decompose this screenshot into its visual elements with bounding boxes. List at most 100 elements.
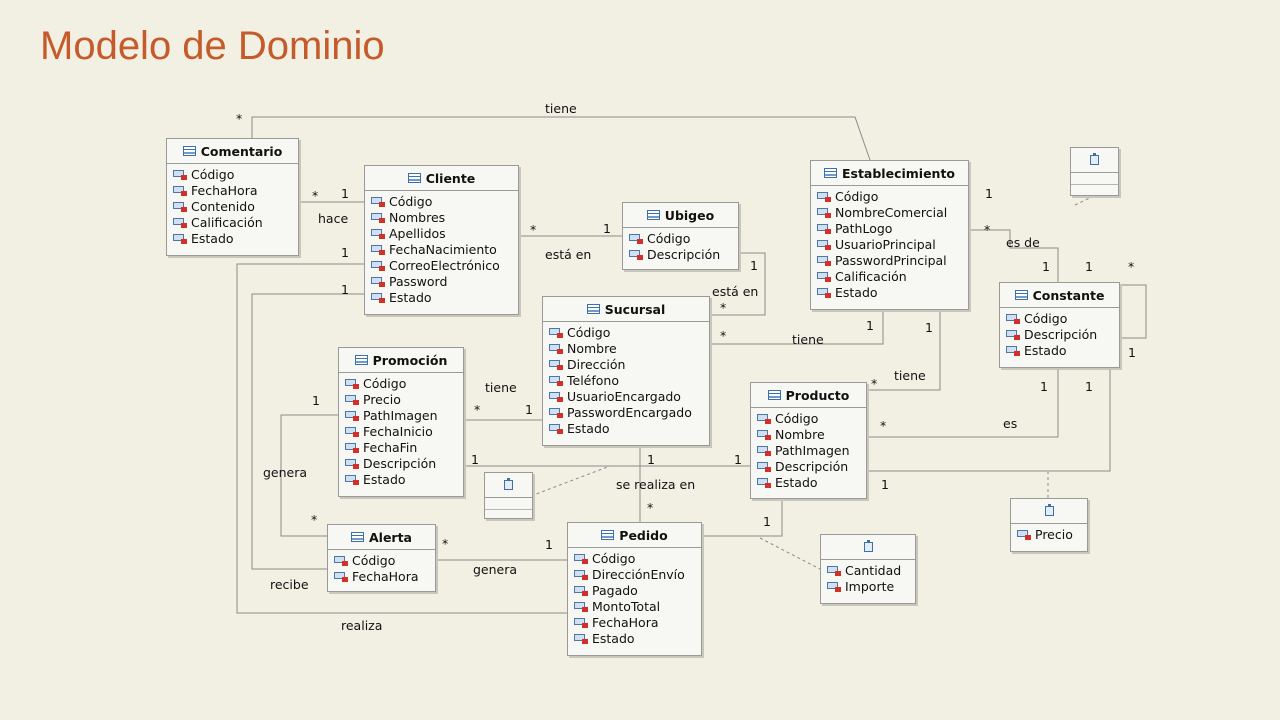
attribute-icon: [817, 287, 831, 298]
attribute[interactable]: PathImagen: [757, 442, 866, 458]
attribute-icon: [574, 617, 588, 628]
label-tiene-comentario: tiene: [545, 101, 577, 116]
class-comentario[interactable]: Comentario Código FechaHora Contenido Ca…: [166, 138, 299, 256]
association-class-precio[interactable]: Precio: [1010, 498, 1088, 552]
multiplicity: 1: [603, 221, 611, 236]
class-icon: [354, 355, 368, 365]
attribute-icon: [549, 423, 563, 434]
attribute-icon: [549, 375, 563, 386]
attribute-list: Código FechaHora: [328, 550, 435, 588]
attribute[interactable]: Descripción: [345, 455, 463, 471]
attribute-icon: [757, 461, 771, 472]
multiplicity: 1: [341, 282, 349, 297]
attribute[interactable]: Nombre: [757, 426, 866, 442]
attribute[interactable]: CorreoElectrónico: [371, 257, 518, 273]
label-tiene-promocion: tiene: [485, 380, 517, 395]
attribute[interactable]: DirecciónEnvío: [574, 566, 701, 582]
attribute[interactable]: Estado: [549, 420, 709, 436]
attribute[interactable]: Código: [549, 324, 709, 340]
assoc-promocion-alerta: [280, 414, 338, 537]
attribute[interactable]: Código: [629, 230, 738, 246]
attribute-icon: [574, 553, 588, 564]
multiplicity: *: [474, 402, 481, 417]
attribute[interactable]: Código: [173, 166, 298, 182]
class-establecimiento[interactable]: Establecimiento Código NombreComercial P…: [810, 160, 969, 310]
attribute[interactable]: Código: [334, 552, 435, 568]
attribute[interactable]: PasswordEncargado: [549, 404, 709, 420]
assoc-ubigeo-sucursal: [710, 252, 766, 316]
attribute[interactable]: Código: [345, 375, 463, 391]
attribute-list: Código DirecciónEnvío Pagado MontoTotal …: [568, 548, 701, 650]
attribute[interactable]: Pagado: [574, 582, 701, 598]
attribute-icon: [173, 169, 187, 180]
attribute[interactable]: Código: [371, 193, 518, 209]
attribute[interactable]: FechaHora: [334, 568, 435, 584]
attribute-icon: [827, 565, 841, 576]
assoc-comentario-establecimiento: [251, 116, 871, 161]
association-class-icon: [1044, 504, 1054, 516]
attribute[interactable]: Estado: [345, 471, 463, 487]
attribute[interactable]: Teléfono: [549, 372, 709, 388]
multiplicity: 1: [1042, 259, 1050, 274]
class-ubigeo[interactable]: Ubigeo Código Descripción: [622, 202, 739, 270]
attribute[interactable]: FechaFin: [345, 439, 463, 455]
class-icon: [182, 146, 196, 156]
multiplicity: 1: [925, 320, 933, 335]
attribute[interactable]: Precio: [1017, 526, 1087, 542]
attribute[interactable]: Importe: [827, 578, 915, 594]
attribute[interactable]: Cantidad: [827, 562, 915, 578]
attribute-icon: [173, 217, 187, 228]
attribute[interactable]: UsuarioPrincipal: [817, 236, 968, 252]
attribute[interactable]: Estado: [757, 474, 866, 490]
multiplicity: 1: [881, 477, 889, 492]
attribute[interactable]: Estado: [173, 230, 298, 246]
multiplicity: 1: [750, 258, 758, 273]
attribute[interactable]: MontoTotal: [574, 598, 701, 614]
class-sucursal[interactable]: Sucursal Código Nombre Dirección Teléfon…: [542, 296, 710, 446]
attribute[interactable]: FechaHora: [173, 182, 298, 198]
multiplicity: 1: [312, 393, 320, 408]
attribute[interactable]: Nombre: [549, 340, 709, 356]
attribute[interactable]: Estado: [574, 630, 701, 646]
attribute[interactable]: Estado: [371, 289, 518, 305]
attribute[interactable]: PathLogo: [817, 220, 968, 236]
class-producto[interactable]: Producto Código Nombre PathImagen Descri…: [750, 382, 867, 499]
attribute-icon: [574, 633, 588, 644]
attribute[interactable]: PasswordPrincipal: [817, 252, 968, 268]
association-class-detalle[interactable]: Cantidad Importe: [820, 534, 916, 604]
class-pedido[interactable]: Pedido Código DirecciónEnvío Pagado Mont…: [567, 522, 702, 656]
attribute[interactable]: Calificación: [173, 214, 298, 230]
attribute[interactable]: UsuarioEncargado: [549, 388, 709, 404]
attribute[interactable]: FechaInicio: [345, 423, 463, 439]
attribute[interactable]: FechaNacimiento: [371, 241, 518, 257]
attribute[interactable]: FechaHora: [574, 614, 701, 630]
association-class-empty-sucursal[interactable]: [484, 472, 533, 519]
attribute[interactable]: PathImagen: [345, 407, 463, 423]
attribute[interactable]: Calificación: [817, 268, 968, 284]
attribute[interactable]: Contenido: [173, 198, 298, 214]
attribute[interactable]: Descripción: [1006, 326, 1119, 342]
attribute[interactable]: Código: [757, 410, 866, 426]
class-promocion[interactable]: Promoción Código Precio PathImagen Fecha…: [338, 347, 464, 497]
attribute[interactable]: Apellidos: [371, 225, 518, 241]
label-hace: hace: [318, 211, 349, 226]
attribute[interactable]: Código: [817, 188, 968, 204]
class-alerta[interactable]: Alerta Código FechaHora: [327, 524, 436, 592]
attribute[interactable]: Nombres: [371, 209, 518, 225]
attribute[interactable]: NombreComercial: [817, 204, 968, 220]
class-constante[interactable]: Constante Código Descripción Estado: [999, 282, 1120, 368]
attribute[interactable]: Dirección: [549, 356, 709, 372]
attribute[interactable]: Descripción: [757, 458, 866, 474]
attribute[interactable]: Estado: [1006, 342, 1119, 358]
attribute[interactable]: Password: [371, 273, 518, 289]
attribute[interactable]: Código: [574, 550, 701, 566]
attribute[interactable]: Descripción: [629, 246, 738, 262]
attribute[interactable]: Precio: [345, 391, 463, 407]
class-cliente[interactable]: Cliente Código Nombres Apellidos FechaNa…: [364, 165, 519, 315]
attribute-list: Código FechaHora Contenido Calificación …: [167, 164, 298, 250]
attribute-icon: [345, 426, 359, 437]
attribute-icon: [371, 196, 385, 207]
attribute[interactable]: Estado: [817, 284, 968, 300]
attribute[interactable]: Código: [1006, 310, 1119, 326]
association-class-empty-constante[interactable]: [1070, 147, 1119, 196]
